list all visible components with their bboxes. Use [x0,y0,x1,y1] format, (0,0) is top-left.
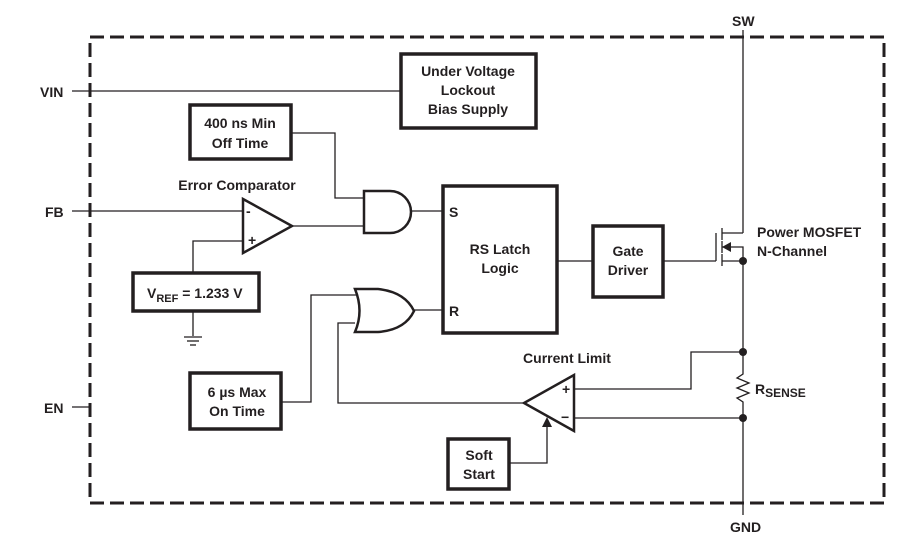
ic-boundary [88,35,886,505]
mosfet-label-2: N-Channel [757,243,827,259]
min-off-to-and-wire [292,132,364,199]
or-gate [353,287,416,334]
svg-text:On Time: On Time [209,403,265,419]
svg-text:−: − [561,409,569,425]
svg-text:-: - [246,203,251,219]
svg-text:400 ns Min: 400 ns Min [204,115,276,131]
rsense-plus-wire [574,351,743,390]
svg-text:Start: Start [463,466,495,482]
current-limit-comparator [521,372,576,434]
pin-gnd: GND [730,519,761,535]
vref-block: VREF = 1.233 V [131,271,261,313]
error-comparator-label: Error Comparator [178,177,296,193]
uvlo-block: Under Voltage Lockout Bias Supply [399,52,538,130]
svg-text:Lockout: Lockout [441,82,496,98]
svg-text:RS Latch: RS Latch [470,241,531,257]
vref-to-comparator-wire [192,240,243,272]
soft-start-block: Soft Start [446,437,511,491]
svg-text:R: R [449,303,459,319]
error-comparator [241,196,295,256]
svg-text:Driver: Driver [608,262,649,278]
svg-text:Soft: Soft [465,447,493,463]
svg-text:Bias Supply: Bias Supply [428,101,508,117]
rs-latch-block: S R RS Latch Logic [441,184,559,335]
current-limit-to-or-wire [337,322,524,404]
svg-text:S: S [449,204,458,220]
svg-text:6 µs Max: 6 µs Max [208,384,267,400]
power-mosfet-icon [715,228,747,266]
current-limit-label: Current Limit [523,350,611,366]
svg-text:Gate: Gate [612,243,643,259]
rsense-label: RSENSE [755,381,806,400]
pin-en: EN [44,400,63,416]
pin-vin: VIN [40,84,63,100]
gate-driver-block: Gate Driver [591,224,665,299]
pin-fb: FB [45,204,64,220]
svg-text:VREF = 1.233 V: VREF = 1.233 V [147,285,243,305]
mosfet-label: Power MOSFET [757,224,862,240]
svg-text:Off Time: Off Time [212,135,269,151]
max-on-time-block: 6 µs Max On Time [188,371,283,431]
pin-sw: SW [732,13,755,29]
svg-text:+: + [562,381,570,397]
soft-start-wire [509,424,548,464]
min-off-time-block: 400 ns Min Off Time [188,103,293,161]
svg-text:Logic: Logic [481,260,519,276]
ground-icon [184,336,202,346]
max-on-to-or-wire [281,294,358,403]
svg-text:Under Voltage: Under Voltage [421,63,515,79]
rsense-resistor-icon [735,371,751,418]
arrow-icon [542,417,552,427]
svg-text:+: + [248,232,256,248]
and-gate [362,189,413,235]
